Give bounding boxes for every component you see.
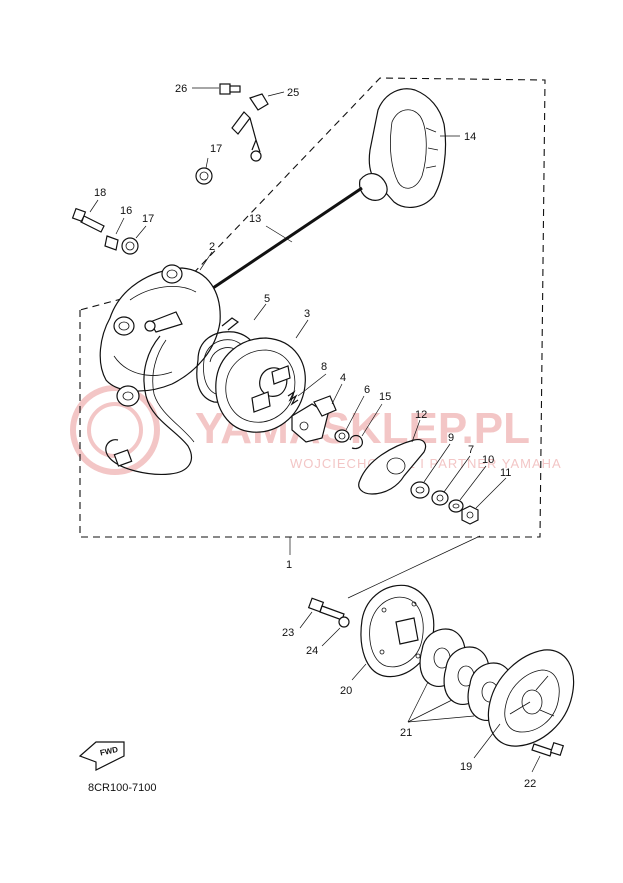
callout-18: 18: [94, 187, 106, 199]
drive-pulley-3: [215, 319, 309, 433]
callout-22: 22: [524, 778, 536, 790]
nut-11: [461, 477, 507, 525]
washer-24: [321, 616, 350, 647]
starter-rope-13: [209, 186, 363, 292]
watermark-subtext: WOJCIECHOWICZ I PARTNER YAMAHA: [290, 456, 562, 471]
callout-2: 2: [209, 241, 215, 253]
fwd-label: FWD: [99, 745, 119, 758]
leader-20: [347, 535, 481, 599]
callout-16: 16: [120, 205, 132, 217]
collar-17-top: [195, 157, 213, 185]
spring-8: [287, 373, 327, 406]
drive-hub-20: [351, 584, 435, 681]
friction-plate-12: [358, 419, 427, 495]
callout-26: 26: [175, 83, 187, 95]
assembly-boundary: [79, 77, 546, 538]
callout-7: 7: [468, 444, 474, 456]
callout-21: 21: [400, 727, 412, 739]
callout-5: 5: [264, 293, 270, 305]
callout-10: 10: [482, 454, 494, 466]
screw-22: [531, 741, 565, 773]
callout-1: 1: [286, 559, 292, 571]
callout-labels: 26 25 14 17 18 16 17 13 2 5 3 8 4 6 15 1…: [94, 83, 536, 790]
starter-handle-14: [359, 88, 460, 208]
callout-12: 12: [415, 409, 427, 421]
spacer-16: [104, 217, 125, 251]
pawl-4: [291, 383, 343, 443]
callout-20: 20: [340, 685, 352, 697]
callout-24: 24: [306, 645, 318, 657]
callout-9: 9: [448, 432, 454, 444]
cover-plate-19: [473, 649, 575, 759]
spring-washer-7: [431, 455, 471, 506]
callout-25: 25: [287, 87, 299, 99]
callout-11: 11: [500, 467, 511, 479]
cable-guide-25: [231, 91, 285, 162]
callout-6: 6: [364, 384, 370, 396]
collar-17-left: [121, 225, 147, 255]
washer-6: [334, 395, 365, 443]
callout-17-left: 17: [142, 213, 154, 225]
callout-4: 4: [340, 372, 346, 384]
callout-23: 23: [282, 627, 294, 639]
callout-3: 3: [304, 308, 310, 320]
watermark-logo: [70, 385, 160, 475]
washer-10: [448, 465, 487, 513]
bolt-18: [71, 199, 105, 233]
callout-19: 19: [460, 761, 472, 773]
callout-8: 8: [321, 361, 327, 373]
rope-coil: [105, 335, 192, 475]
washer-9: [410, 443, 451, 499]
callout-13: 13: [249, 213, 261, 225]
fwd-arrow-icon: FWD: [78, 741, 125, 771]
callout-15: 15: [379, 391, 391, 403]
bolt-26: [192, 83, 241, 95]
clip-15: [349, 403, 383, 450]
callout-14: 14: [464, 131, 476, 143]
callout-17-top: 17: [210, 143, 222, 155]
starter-case-2: [99, 251, 221, 407]
bolt-23: [299, 597, 345, 629]
drawing-code: 8CR100-7100: [88, 782, 157, 794]
